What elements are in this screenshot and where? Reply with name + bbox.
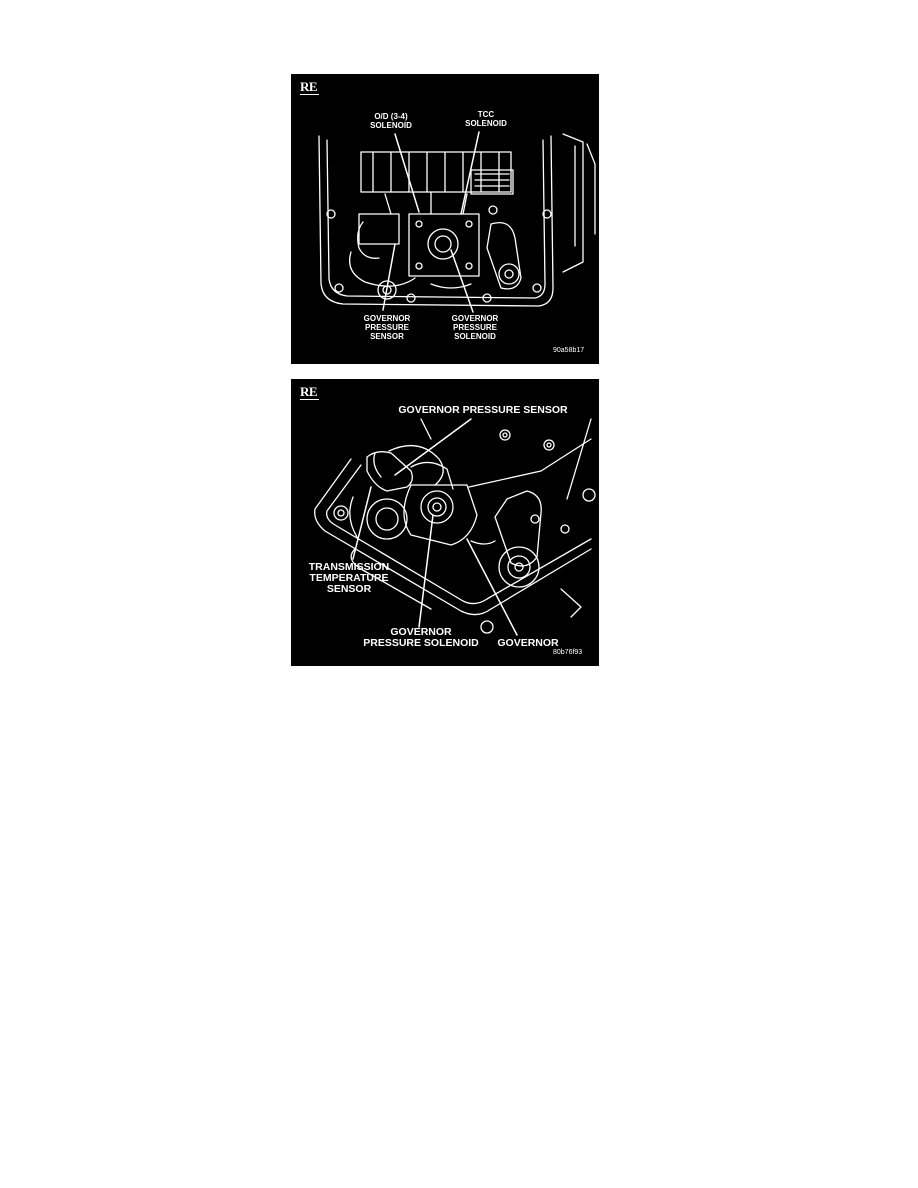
figure-2-governor-components: RE GOVERNOR PRESSURE SENSOR TRANSMISSION… xyxy=(291,379,599,666)
label-governor: GOVERNOR xyxy=(497,637,559,649)
re-badge: RE xyxy=(300,384,318,399)
re-badge: RE xyxy=(300,79,318,94)
label-governor-pressure-sensor: GOVERNOR PRESSURE SENSOR xyxy=(398,404,568,416)
figure-1-valve-body: RE O/D (3-4) SOLENOID TCC SOLENOID GOVER… xyxy=(291,74,599,364)
label-governor-pressure-solenoid: GOVERNOR PRESSURE SOLENOID xyxy=(363,626,479,649)
label-transmission-temperature-sensor: TRANSMISSION TEMPERATURE SENSOR xyxy=(308,561,390,595)
label-tcc-solenoid: TCC SOLENOID xyxy=(465,110,507,128)
re-badge-underline xyxy=(300,399,319,400)
figure-code: 90a58b17 xyxy=(553,347,585,354)
re-badge-underline xyxy=(300,94,319,95)
label-governor-pressure-solenoid: GOVERNOR PRESSURE SOLENOID xyxy=(451,314,499,341)
valve-body-illustration xyxy=(318,131,596,313)
figure-code: 80b76f93 xyxy=(553,649,583,656)
governor-illustration xyxy=(314,418,596,636)
label-governor-pressure-sensor: GOVERNOR PRESSURE SENSOR xyxy=(363,314,411,341)
label-od-solenoid: O/D (3-4) SOLENOID xyxy=(370,112,412,130)
